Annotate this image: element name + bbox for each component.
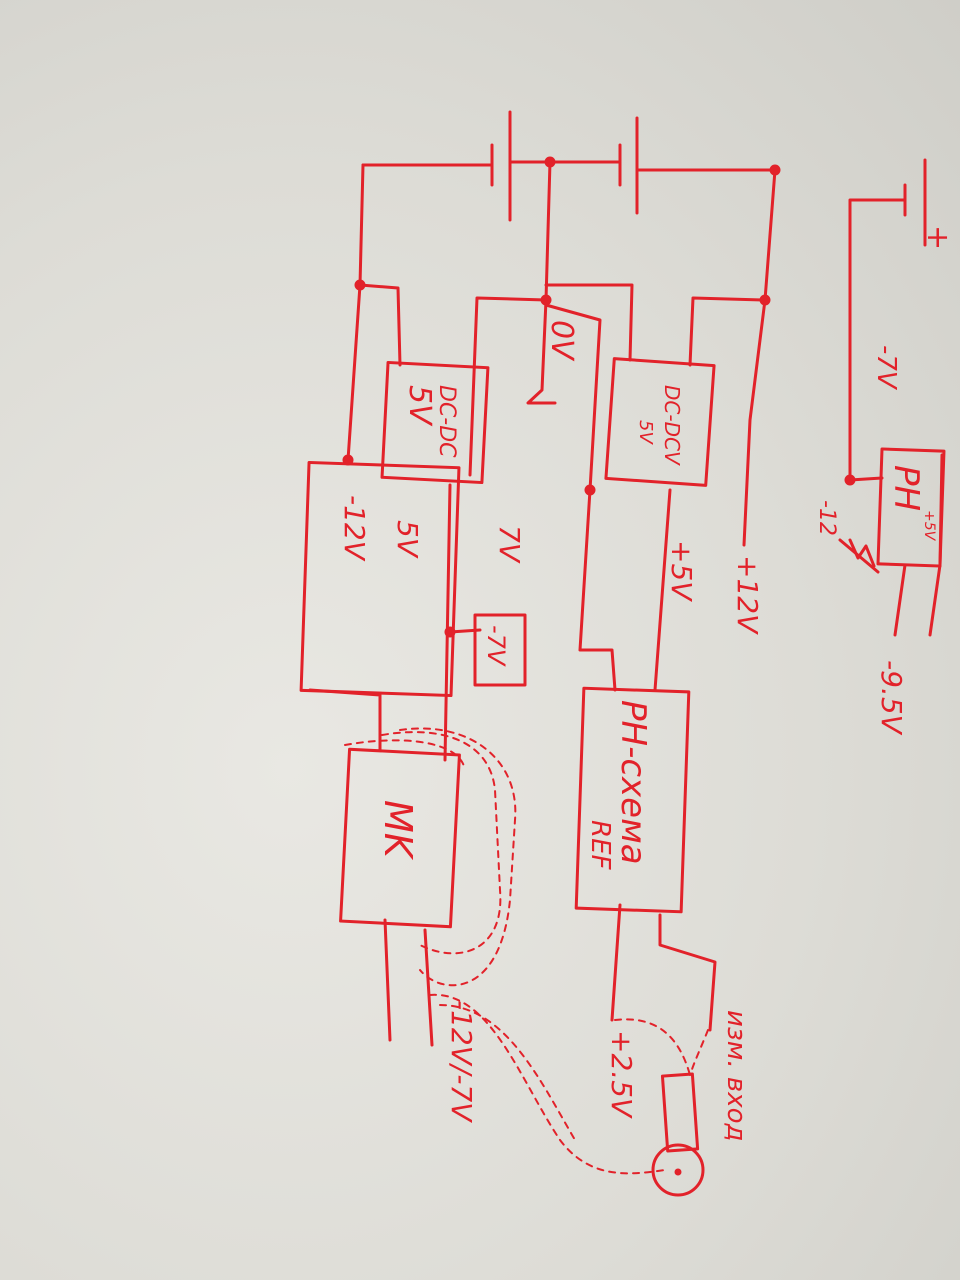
labels: DC-DC 5V DC-DCV 5V 0V 5V -12V 7V -7V +5V… [338, 225, 955, 1141]
label-measure-input: изм. вход [721, 1010, 751, 1141]
label-minus7v-small: -7V [871, 345, 901, 391]
battery-right [558, 116, 777, 215]
label-5v: 5V [391, 520, 424, 559]
label-minus12v: -12V [338, 495, 371, 562]
probe-body [660, 1072, 700, 1153]
label-box-minus7v: -7V [482, 625, 510, 667]
mk-power-box [299, 460, 461, 698]
mk-microcontroller [339, 747, 461, 929]
minus7v-regulator [473, 613, 527, 687]
label-ref: REF [585, 820, 615, 870]
label-minus9-5v: -9.5V [875, 660, 908, 736]
label-mk: MK [376, 800, 420, 861]
wiring [308, 158, 944, 1047]
label-dcdc-left: DC-DC [434, 385, 459, 458]
label-zero-volts: 0V [544, 320, 579, 362]
label-output-voltage: -12V/-7V [445, 1000, 478, 1123]
label-dcdc-right: DC-DCV [660, 385, 684, 466]
junction-dots [342, 156, 856, 638]
probe-tip [651, 1143, 705, 1197]
ph-circuit-box [574, 686, 691, 914]
label-plus5v: +5V [665, 540, 698, 602]
dashed-signal-lines [344, 727, 709, 1175]
label-plus12v: +12V [731, 555, 764, 635]
label-7v: 7V [493, 525, 526, 564]
dcdc-converter-right [604, 357, 716, 487]
label-plus-sign: + [920, 225, 955, 250]
label-dcdc-left-voltage: 5V [402, 385, 437, 427]
label-ph-circuit: PH-схема [613, 700, 653, 865]
label-ph-small: PH [886, 465, 926, 511]
ph-small-box [876, 447, 946, 568]
dcdc-converter-left [380, 360, 490, 485]
label-ph-small-voltage: +5V [921, 510, 937, 542]
label-plus2-5v: +2.5V [605, 1030, 638, 1119]
battery-left [361, 110, 562, 222]
label-dcdc-right-voltage: 5V [635, 420, 656, 445]
label-minus12-small: -12 [814, 500, 839, 536]
